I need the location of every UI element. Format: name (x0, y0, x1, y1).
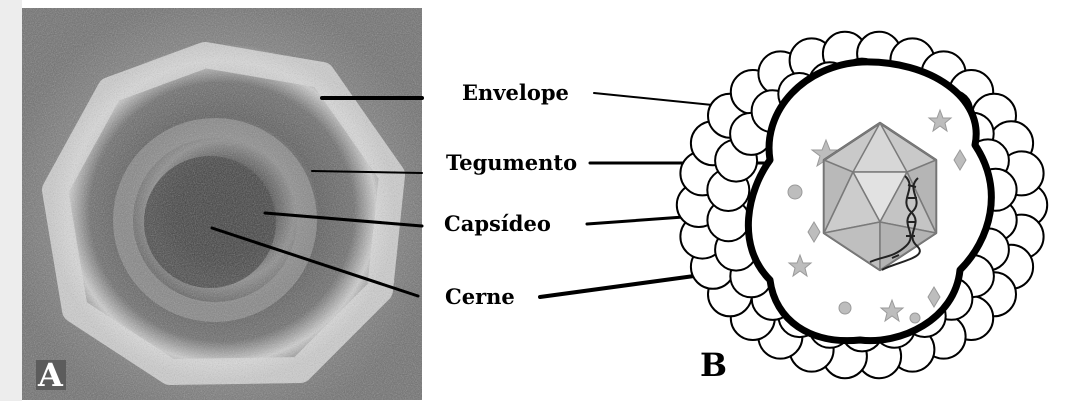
micrograph-left-margin (0, 0, 22, 401)
virion-schematic: B (677, 32, 1047, 384)
panel-b-label: B (700, 346, 727, 384)
label-envelope: Envelope (462, 80, 569, 105)
label-tegumento: Tegumento (446, 150, 577, 175)
label-cerne: Cerne (445, 284, 515, 309)
panel-a-label: A (37, 356, 64, 394)
micrograph-panel: A (0, 0, 422, 401)
label-capsideo: Capsídeo (444, 211, 551, 236)
